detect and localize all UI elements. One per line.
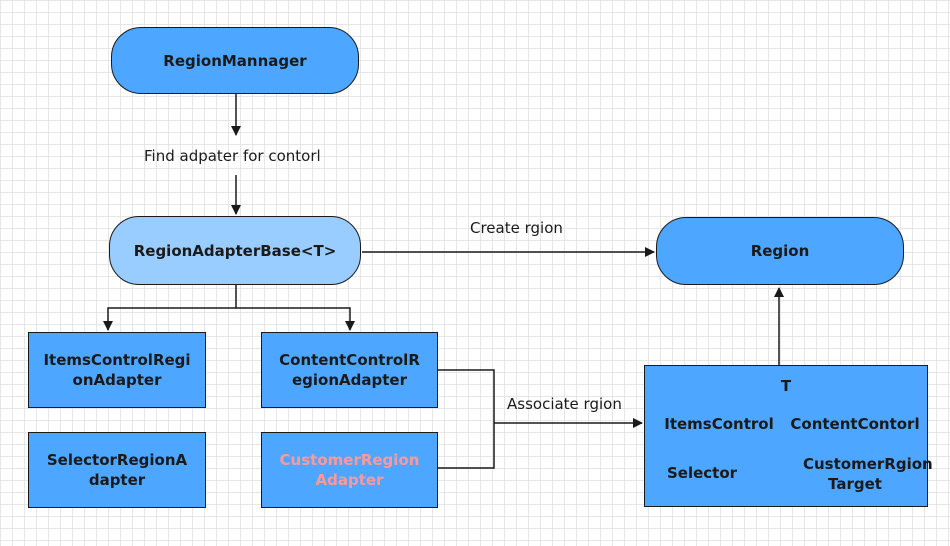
- target-customer: CustomerRgion Target: [803, 455, 933, 493]
- target-items-control: ItemsControl: [664, 415, 774, 433]
- target-container-node: T ItemsControl ContentContorl Selector C…: [644, 365, 933, 507]
- region-adapter-base-node: RegionAdapterBase<T>: [109, 216, 361, 285]
- target-content-control: ContentContorl: [790, 415, 920, 433]
- edge-content-bracket: [438, 369, 495, 469]
- target-selector: Selector: [666, 464, 738, 482]
- selector-region-adapter-node: SelectorRegionAdapter: [28, 432, 206, 508]
- edge-adapterbase-to-children: [103, 285, 237, 331]
- region-manager-label: RegionMannager: [163, 51, 307, 70]
- content-control-region-adapter-label: ContentControlRegionAdapter: [279, 351, 420, 389]
- edge-branch-content: [236, 307, 355, 331]
- associate-region-label: Associate rgion: [507, 395, 622, 413]
- content-control-region-adapter-node: ContentControlRegionAdapter: [261, 332, 438, 408]
- customer-region-adapter-node: CustomerRegionAdapter: [261, 432, 438, 508]
- region-manager-node: RegionMannager: [111, 27, 359, 94]
- find-adapter-label: Find adpater for contorl: [144, 147, 321, 165]
- selector-region-adapter-label: SelectorRegionAdapter: [46, 451, 188, 489]
- items-control-region-adapter-label: ItemsControlRegionAdapter: [43, 351, 191, 389]
- items-control-region-adapter-node: ItemsControlRegionAdapter: [28, 332, 206, 408]
- target-title: T: [780, 377, 792, 395]
- region-adapter-base-label: RegionAdapterBase<T>: [133, 241, 337, 260]
- create-region-label: Create rgion: [470, 219, 563, 237]
- region-node: Region: [656, 217, 904, 285]
- customer-region-adapter-label: CustomerRegionAdapter: [279, 451, 420, 489]
- region-label: Region: [750, 242, 810, 260]
